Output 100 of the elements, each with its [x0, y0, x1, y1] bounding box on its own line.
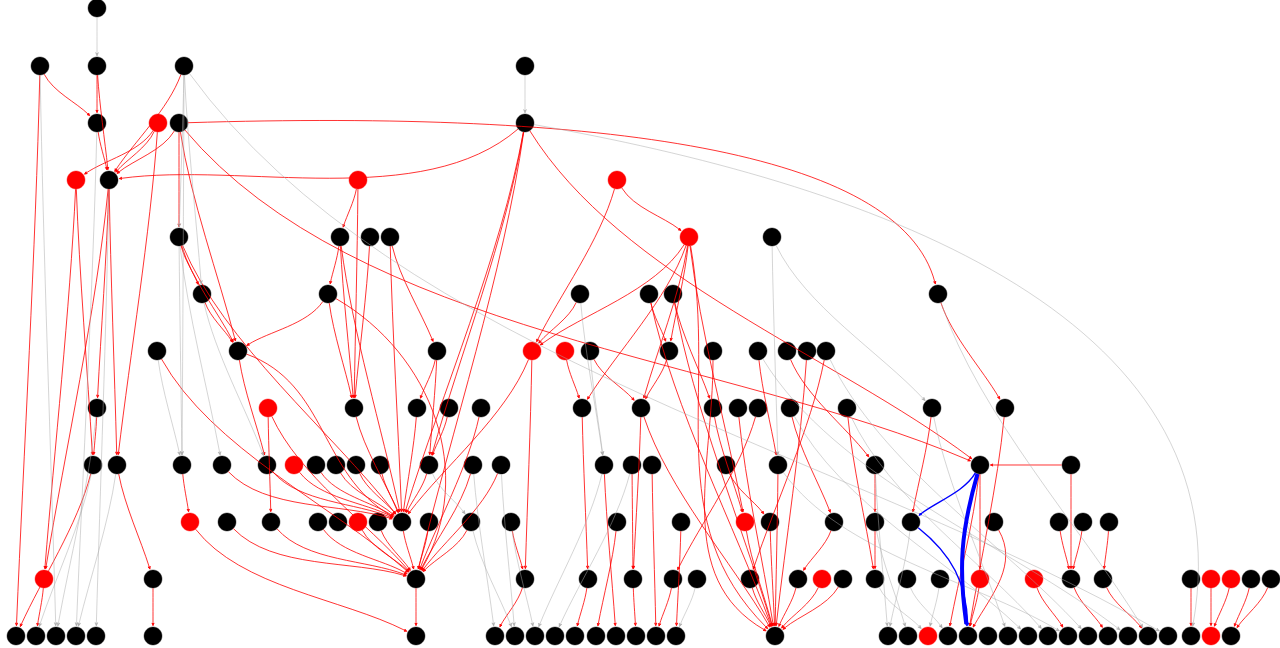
node-circle [687, 569, 707, 589]
connector [117, 131, 158, 456]
node-circle [427, 341, 447, 361]
connector [353, 245, 370, 399]
node-circle [1078, 626, 1098, 646]
node-circle [86, 626, 106, 646]
node-circle [580, 341, 600, 361]
connector [566, 359, 580, 399]
connector [38, 473, 92, 627]
connector [940, 302, 1144, 628]
connector [276, 528, 407, 576]
connector [590, 359, 605, 456]
connector [1069, 473, 1073, 570]
connector [151, 587, 155, 627]
connector [118, 473, 151, 570]
node-circle [471, 398, 491, 418]
connector [246, 301, 324, 346]
node-circle [930, 569, 950, 589]
node-circle [606, 626, 626, 646]
node-circle [380, 227, 400, 247]
connector [596, 530, 617, 627]
connector [781, 587, 819, 629]
connector [116, 130, 175, 174]
connector [604, 473, 617, 627]
connector [669, 245, 689, 342]
connector [911, 416, 932, 513]
node-circle [505, 626, 525, 646]
node-circle [346, 455, 366, 475]
connector [829, 359, 1082, 629]
node-circle [1181, 569, 1201, 589]
node-circle [958, 626, 978, 646]
connector [746, 530, 774, 627]
connector [875, 473, 889, 627]
node-circle [1018, 626, 1038, 646]
node-circle [716, 455, 736, 475]
connector [1189, 587, 1193, 627]
connector [529, 130, 973, 460]
connector [359, 473, 396, 515]
connector [420, 473, 471, 571]
connector [355, 416, 399, 513]
node-circle [797, 341, 817, 361]
node-circle [777, 341, 797, 361]
node-circle [370, 455, 390, 475]
connector [690, 245, 769, 630]
node-circle [87, 398, 107, 418]
connector [182, 473, 190, 513]
connector [650, 302, 772, 627]
connector [773, 473, 779, 627]
node-circle [865, 455, 885, 475]
node-circle [439, 398, 459, 418]
node-circle [261, 512, 281, 532]
node-circle [485, 626, 505, 646]
connector [775, 245, 926, 402]
node-circle [143, 569, 163, 589]
connector [97, 131, 108, 171]
node-circle [666, 626, 686, 646]
node-circle [360, 227, 380, 247]
node-circle [1099, 512, 1119, 532]
node-circle [461, 512, 481, 532]
node-circle [148, 113, 168, 133]
node-circle [1073, 512, 1093, 532]
connector [189, 73, 1160, 632]
connector [431, 131, 524, 456]
connector [320, 472, 394, 517]
connector [675, 530, 682, 627]
node-circle [639, 284, 659, 304]
connector [1106, 587, 1143, 629]
node-circle [169, 227, 189, 247]
connector [631, 473, 635, 570]
connector [523, 359, 533, 570]
connector [917, 527, 970, 627]
connector [77, 473, 116, 627]
connector [419, 416, 480, 570]
connector [44, 188, 109, 570]
connector [391, 245, 434, 342]
connector [576, 587, 588, 627]
connector [406, 473, 427, 514]
connector [1073, 587, 1103, 628]
node-circle [735, 512, 755, 532]
connector [643, 245, 688, 399]
connector [536, 188, 615, 343]
node-circle [1024, 569, 1044, 589]
node-circle [306, 455, 326, 475]
connector [978, 473, 982, 570]
connector [762, 358, 1121, 631]
connector [969, 587, 980, 627]
node-circle [970, 455, 990, 475]
connector [1233, 587, 1250, 627]
connector [758, 359, 778, 456]
connector [239, 359, 266, 456]
connector [179, 245, 222, 456]
node-circle [1118, 626, 1138, 646]
connector [632, 587, 637, 627]
connector [180, 74, 185, 456]
connector [342, 188, 357, 228]
connector [75, 188, 94, 456]
connector [115, 131, 155, 173]
connector [677, 416, 756, 571]
connector [581, 416, 590, 570]
node-circle [978, 626, 998, 646]
